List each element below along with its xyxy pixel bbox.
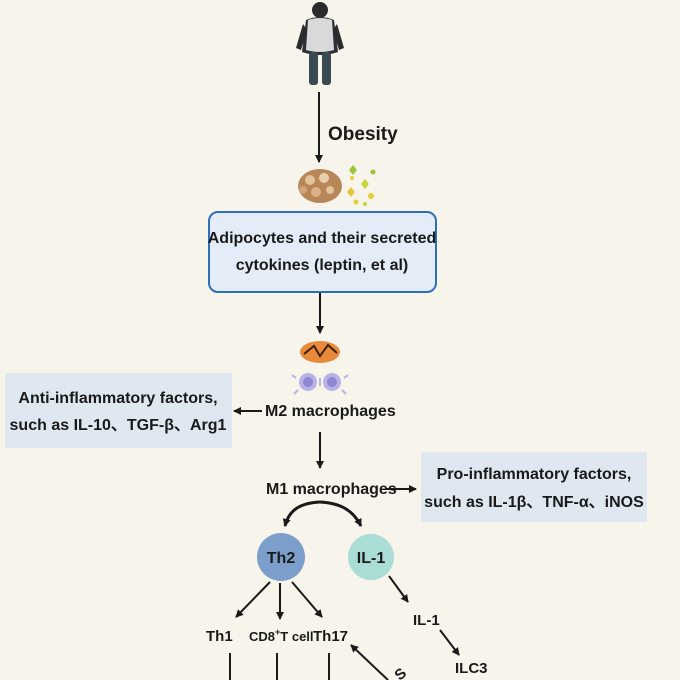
obesity-label: Obesity xyxy=(328,124,398,145)
macrophage-cells-icon xyxy=(291,341,349,395)
adipocytes-box xyxy=(208,211,437,293)
person-obese-icon xyxy=(296,2,344,85)
ilc3-label: ILC3 xyxy=(455,660,488,677)
il1-label: IL-1 xyxy=(413,612,440,629)
m1-macrophages-label: M1 macrophages xyxy=(266,481,397,498)
adipocytes-label-line1: Adipocytes and their secreted xyxy=(208,230,437,247)
anti-inflammatory-line1: Anti-inflammatory factors, xyxy=(18,390,217,407)
arrow-th2-th17 xyxy=(291,581,323,618)
pro-inflammatory-line1: Pro-inflammatory factors, xyxy=(437,466,632,483)
cd8-t-cell-label: CD8+T cell xyxy=(249,627,314,644)
pro-inflammatory-box xyxy=(421,452,647,522)
pro-inflammatory-line2: such as IL-1β、TNF-α、iNOS xyxy=(424,494,644,511)
anti-inflammatory-box xyxy=(5,373,232,448)
m2-macrophages-label: M2 macrophages xyxy=(265,403,396,420)
arrow-m1-th2 xyxy=(282,500,321,527)
th1-label: Th1 xyxy=(206,628,233,645)
adipocyte-cluster-icon xyxy=(298,165,376,206)
arrow-m1-il1 xyxy=(319,500,363,527)
th2-circle xyxy=(257,533,305,581)
arrow-il1-ilc3 xyxy=(439,629,460,656)
il1-circle xyxy=(348,534,394,580)
th17-label: Th17 xyxy=(313,628,348,645)
partial-label: S xyxy=(391,665,410,680)
adipocytes-label-line2: cytokines (leptin, et al) xyxy=(236,257,408,274)
th2-label: Th2 xyxy=(267,550,296,567)
arrow-th2-th1 xyxy=(235,581,271,618)
il1-circle-label: IL-1 xyxy=(357,550,386,567)
arrow-to-th17 xyxy=(350,644,389,680)
anti-inflammatory-line2: such as IL-10、TGF-β、Arg1 xyxy=(10,417,227,434)
arrow-il1circle-il1 xyxy=(388,575,409,603)
